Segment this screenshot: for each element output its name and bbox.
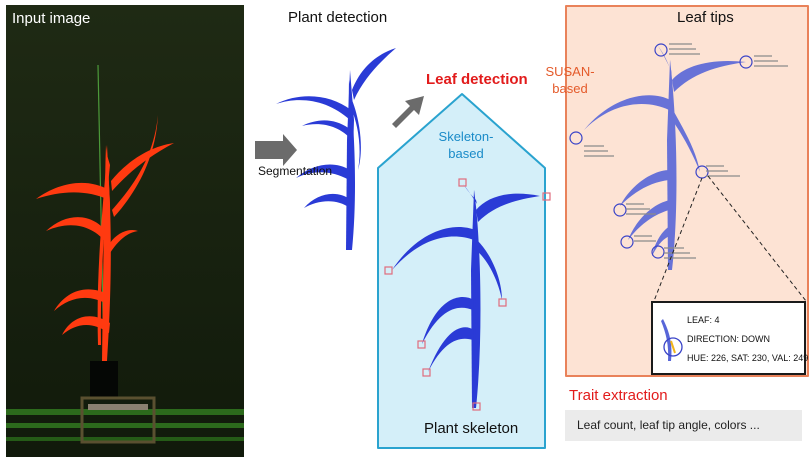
trait-extraction-box: Leaf count, leaf tip angle, colors ...	[565, 410, 802, 441]
segmentation-arrow	[255, 134, 297, 166]
trait-extraction-title: Trait extraction	[569, 387, 668, 404]
tip-annotations	[584, 43, 788, 259]
skeleton-panel	[377, 93, 546, 449]
plant-skeleton-title: Plant skeleton	[424, 420, 519, 437]
input-image-panel	[6, 5, 244, 457]
susan-based-label: SUSAN- based	[541, 63, 599, 97]
leaf-detection-arrow	[392, 96, 424, 128]
segmented-plant	[276, 48, 396, 250]
callout-hsv: HUE: 226, SAT: 230, VAL: 249	[687, 353, 809, 363]
susan-based-line2: based	[552, 81, 588, 96]
leaf-detection-title: Leaf detection	[426, 71, 528, 88]
susan-plant	[584, 46, 746, 270]
skeleton-based-label: Skeleton- based	[431, 128, 501, 162]
input-plant-photo	[6, 5, 244, 457]
skeleton-plant	[392, 184, 540, 408]
zoomed-leaf-tip-icon	[661, 319, 683, 361]
susan-tip-circles	[569, 43, 753, 259]
input-image-label: Input image	[12, 10, 91, 27]
susan-panel	[565, 5, 809, 377]
leaf-tip-markers	[384, 178, 551, 411]
segmentation-label: Segmentation	[258, 164, 333, 178]
zoom-line-left	[653, 177, 703, 302]
callout-leaf-number: LEAF: 4	[687, 315, 720, 325]
skeleton-based-line2: based	[448, 146, 484, 161]
skeleton-based-line1: Skeleton-	[438, 129, 494, 144]
zoom-line-right	[707, 175, 807, 302]
plant-detection-title: Plant detection	[288, 9, 388, 26]
callout-direction: DIRECTION: DOWN	[687, 334, 770, 344]
susan-based-line1: SUSAN-	[545, 64, 595, 79]
leaf-tip-callout: LEAF: 4 DIRECTION: DOWN HUE: 226, SAT: 2…	[651, 301, 809, 375]
leaf-tips-title: Leaf tips	[677, 9, 734, 26]
trait-extraction-text: Leaf count, leaf tip angle, colors ...	[577, 418, 760, 432]
